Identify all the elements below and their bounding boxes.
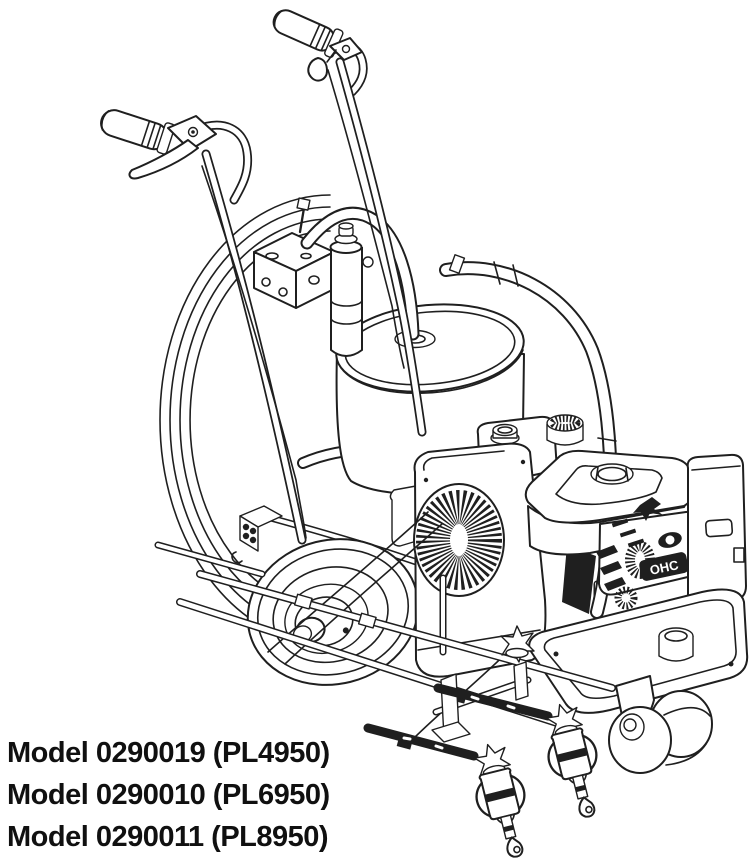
model-list: Model 0290019 (PL4950) Model 0290010 (PL… — [7, 732, 330, 858]
engine-badge-text: OHC — [648, 557, 680, 578]
air-cleaner-box — [686, 453, 747, 607]
left-handlebar — [100, 109, 307, 545]
engine-graphic — [633, 497, 663, 521]
pump-and-manifold — [253, 197, 420, 357]
caster-wheel — [608, 675, 713, 774]
spray-gun-front — [464, 739, 539, 863]
cooling-fins — [596, 545, 626, 591]
trigger-cable — [201, 165, 307, 539]
engine-badge: OHC — [639, 552, 689, 581]
fan-blades — [416, 490, 502, 590]
latch-loop — [307, 57, 328, 82]
engine-fan-shroud — [413, 442, 547, 678]
left-grip — [100, 109, 176, 155]
pump-cylinder — [330, 247, 363, 357]
axle-bracket — [154, 505, 283, 578]
right-handlebar — [272, 9, 427, 437]
spray-gun-rear — [536, 699, 611, 823]
model-line-1: Model 0290019 (PL4950) — [7, 737, 330, 769]
spray-guns — [363, 683, 611, 863]
drive-belt — [562, 545, 596, 614]
model-line-2: Model 0290010 (PL6950) — [7, 779, 330, 811]
right-grip — [272, 9, 344, 58]
engine: OHC — [596, 453, 747, 633]
right-cable — [327, 69, 405, 369]
model-line-3: Model 0290011 (PL8950) — [7, 821, 329, 853]
trigger-lever — [128, 139, 199, 180]
